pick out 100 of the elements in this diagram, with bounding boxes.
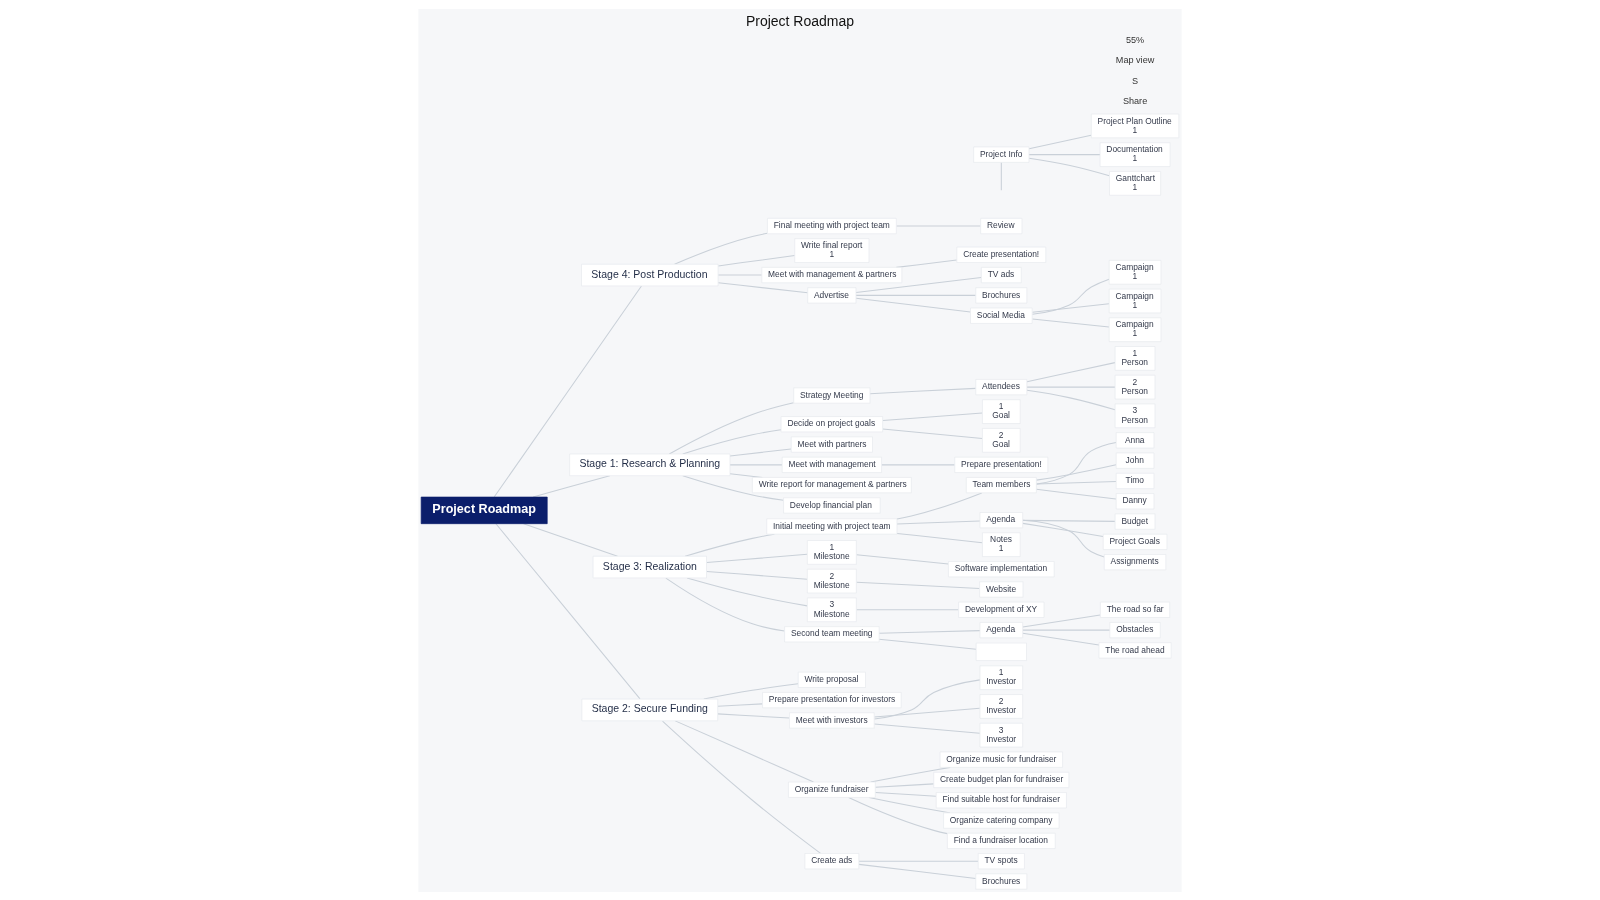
connector bbox=[848, 796, 948, 834]
connector bbox=[873, 707, 981, 717]
node-box: Website bbox=[979, 580, 1024, 598]
node-box: Danny bbox=[1115, 492, 1155, 509]
connector bbox=[874, 791, 937, 797]
connector bbox=[855, 294, 977, 296]
connector bbox=[717, 702, 763, 707]
node-box: The road so far bbox=[1100, 601, 1171, 618]
connector bbox=[729, 463, 783, 465]
node-box: Strategy Meeting bbox=[793, 386, 871, 404]
node-box: Stage 4: Post Production bbox=[581, 263, 719, 286]
connector bbox=[896, 532, 983, 543]
node-box: 1 Goal bbox=[982, 398, 1021, 424]
node-box: Obstacles bbox=[1109, 621, 1161, 638]
connector bbox=[882, 412, 983, 421]
connector bbox=[717, 281, 809, 293]
node-box: Brochures bbox=[975, 872, 1028, 890]
connector bbox=[1026, 386, 1116, 388]
connector bbox=[1031, 278, 1110, 315]
connector bbox=[665, 577, 785, 632]
connector bbox=[858, 860, 979, 862]
node-box: Agenda bbox=[979, 621, 1024, 638]
connector bbox=[1028, 134, 1092, 149]
node-box: Stage 3: Realization bbox=[592, 555, 707, 578]
label: S bbox=[1132, 75, 1139, 86]
node-box: Decide on project goals bbox=[780, 415, 883, 432]
connector bbox=[896, 519, 981, 525]
connector bbox=[1035, 441, 1117, 485]
connector bbox=[706, 553, 808, 563]
connector bbox=[881, 463, 956, 465]
node-box: Prepare presentation! bbox=[954, 456, 1049, 473]
connector bbox=[1031, 302, 1110, 313]
node-box: Budget bbox=[1114, 513, 1156, 530]
node-box: 3 Milestone bbox=[807, 597, 857, 622]
node-box: Meet with management bbox=[781, 456, 882, 473]
connector bbox=[1022, 614, 1101, 627]
connector bbox=[1035, 463, 1117, 481]
node-box: Review bbox=[980, 217, 1023, 234]
connector bbox=[873, 678, 981, 720]
node-box: Ganttchart 1 bbox=[1109, 170, 1161, 196]
connector bbox=[1026, 361, 1116, 382]
node-box: Stage 1: Research & Planning bbox=[569, 453, 731, 476]
node-box bbox=[975, 642, 1027, 661]
node-box: Develop financial plan bbox=[783, 496, 881, 513]
node-box: Stage 2: Secure Funding bbox=[581, 698, 719, 721]
node-box: Campaign 1 bbox=[1108, 259, 1162, 285]
node-box: Final meeting with project team bbox=[767, 217, 897, 234]
connector bbox=[729, 448, 792, 456]
node-box: Project Goals bbox=[1102, 533, 1168, 550]
node-box: Brochures bbox=[975, 286, 1028, 303]
connector bbox=[1028, 157, 1110, 176]
connector bbox=[661, 720, 822, 854]
node-box: 2 Person bbox=[1114, 374, 1156, 399]
connector bbox=[855, 581, 980, 589]
node-box: Meet with partners bbox=[790, 436, 873, 453]
connector bbox=[1035, 488, 1117, 500]
node-box: Organize catering company bbox=[943, 812, 1060, 829]
node-box: Project Plan Outline 1 bbox=[1090, 113, 1180, 138]
node-box: Initial meeting with project team bbox=[766, 517, 898, 535]
node-box: 3 Person bbox=[1114, 403, 1156, 428]
connector bbox=[869, 387, 977, 394]
node-box: Organize music for fundraiser bbox=[939, 751, 1063, 768]
node-box: Notes 1 bbox=[982, 531, 1021, 557]
node-box: The road ahead bbox=[1098, 641, 1172, 658]
diagram-title: Project Roadmap bbox=[745, 12, 855, 29]
node-box: Find suitable host for fundraiser bbox=[935, 791, 1067, 808]
connector bbox=[682, 474, 784, 501]
node-box: Agenda bbox=[979, 511, 1024, 528]
node-box: Meet with management & partners bbox=[761, 266, 903, 283]
connector bbox=[874, 782, 935, 788]
node-box: Second team meeting bbox=[784, 625, 880, 642]
node-box: Project Info bbox=[973, 146, 1030, 163]
label: 55% bbox=[1125, 34, 1145, 45]
connector bbox=[1022, 522, 1104, 537]
node-box: Software implementation bbox=[948, 560, 1055, 577]
connector bbox=[873, 723, 981, 734]
node-box: 2 Goal bbox=[982, 427, 1021, 453]
connector bbox=[858, 863, 977, 879]
node-box: Write final report 1 bbox=[794, 237, 870, 263]
connector bbox=[717, 712, 790, 719]
node-box: TV ads bbox=[981, 266, 1022, 283]
connector bbox=[855, 276, 982, 293]
connector bbox=[493, 285, 642, 498]
node-box: Development of XY bbox=[958, 601, 1045, 618]
node-box: Anna bbox=[1115, 431, 1155, 448]
node-box: Prepare presentation for investors bbox=[762, 691, 902, 708]
node-box: Write proposal bbox=[797, 671, 866, 688]
label: Map view bbox=[1115, 54, 1155, 65]
connector bbox=[1022, 519, 1105, 557]
node-box: Documentation 1 bbox=[1099, 141, 1171, 167]
connector bbox=[706, 570, 808, 580]
node-box: TV spots bbox=[977, 852, 1025, 869]
node-box: Find a fundraiser location bbox=[947, 832, 1056, 849]
node-box: Organize fundraiser bbox=[788, 781, 876, 798]
node-box: 2 Milestone bbox=[807, 568, 857, 593]
node-box: Project Roadmap bbox=[420, 496, 548, 524]
connector bbox=[674, 719, 815, 782]
connector bbox=[1028, 153, 1101, 155]
node-box: Social Media bbox=[970, 307, 1033, 324]
connector bbox=[895, 259, 958, 268]
